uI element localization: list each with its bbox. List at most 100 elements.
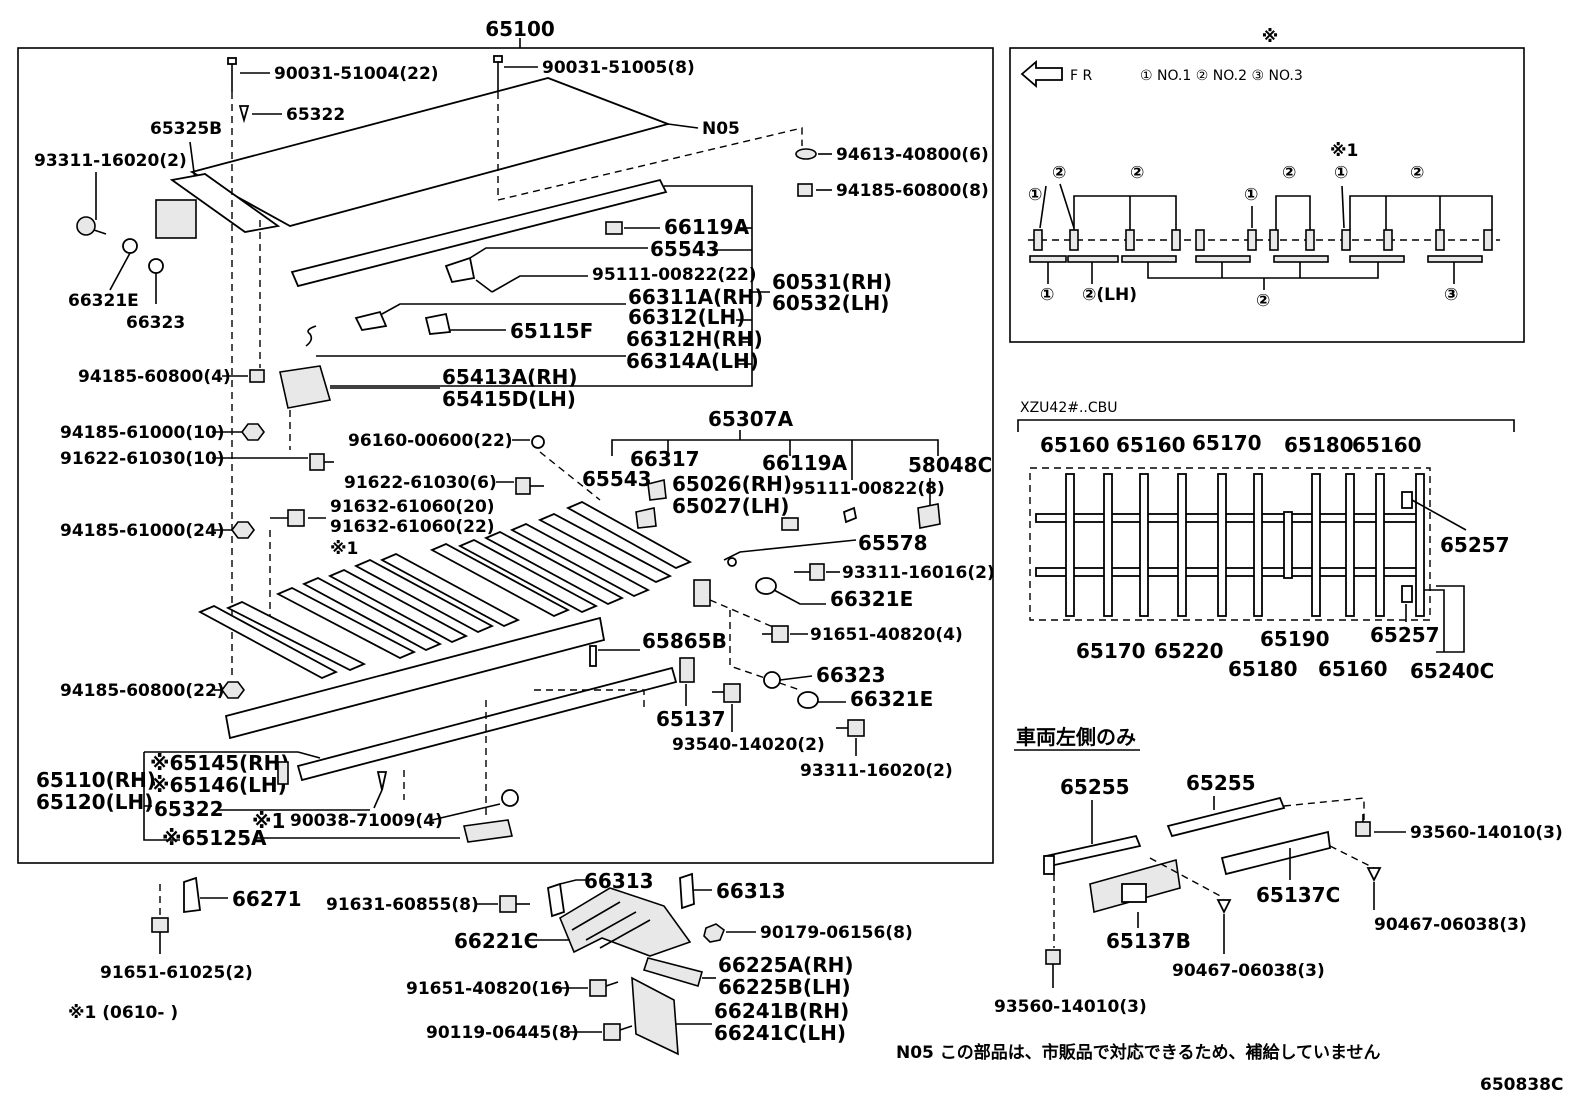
- screw-icon: [1366, 867, 1382, 883]
- label-65415D: 65415D(LH): [442, 387, 576, 411]
- label-65137B: 65137B: [1106, 929, 1191, 953]
- bolt-head-icon: [76, 216, 107, 236]
- bracket-66271: [183, 876, 202, 914]
- label-93311-16020-top: 93311-16020(2): [34, 151, 187, 171]
- bracket-65137: [679, 657, 695, 683]
- cbu-bottom-label-4: 65160: [1318, 657, 1388, 681]
- label-65137: 65137: [656, 707, 726, 731]
- label-91651-61025: 91651-61025(2): [100, 963, 253, 983]
- cbu-65257-a: 65257: [1440, 533, 1510, 557]
- base-bars: [1029, 255, 1483, 263]
- cbu-top-label-3: 65180: [1284, 433, 1354, 457]
- grille-icon: [1121, 883, 1147, 903]
- label-66312-lh: 66312(LH): [628, 305, 745, 329]
- cbu-top-label-2: 65170: [1192, 431, 1262, 455]
- cbu-top-label-4: 65160: [1352, 433, 1422, 457]
- bolt-head-icon: [499, 895, 530, 913]
- label-65027: 65027(LH): [672, 494, 789, 518]
- label-65543-mid: 65543: [582, 467, 652, 491]
- label-65146: ※65146(LH): [150, 773, 287, 797]
- label-94185-60800-4: 94185-60800(4): [78, 367, 231, 387]
- label-65145: ※65145(RH): [150, 751, 289, 775]
- plate-66119a: [605, 221, 623, 235]
- label-65115F: 65115F: [510, 319, 593, 343]
- circ1-a: ①: [1028, 185, 1042, 205]
- label-93540-14020: 93540-14020(2): [672, 735, 825, 755]
- circ1-bottom: ①: [1040, 285, 1054, 305]
- note-star1: ※1 (0610- ): [68, 1003, 178, 1023]
- label-66314A: 66314A(LH): [626, 349, 759, 373]
- label-66225B: 66225B(LH): [718, 975, 851, 999]
- label-66321E-low: 66321E: [850, 687, 933, 711]
- screw-icon: [238, 105, 250, 124]
- cbu-cross-members: [1065, 473, 1425, 617]
- bracket-plate: [693, 579, 711, 607]
- screw-icon: [1216, 899, 1232, 915]
- block-65125a: [463, 819, 513, 843]
- washer-icon: [795, 148, 817, 160]
- stay-66225a: [642, 957, 703, 987]
- cbu-long-rail-top: [1035, 513, 1421, 523]
- cbu-bottom-label-1: 65220: [1154, 639, 1224, 663]
- label-58048C: 58048C: [908, 453, 992, 477]
- label-65325B: 65325B: [150, 119, 222, 139]
- bolt-head-icon: [589, 979, 619, 997]
- bolt-icon: [493, 55, 503, 92]
- inset-legend: ① NO.1 ② NO.2 ③ NO.3: [1140, 68, 1303, 84]
- footnote: N05 この部品は、市販品で対応できるため、補給していません: [896, 1042, 1380, 1063]
- bracket-plate: [155, 199, 197, 239]
- arrow-left-icon: [1020, 60, 1063, 88]
- label-91622-61030-10: 91622-61030(10): [60, 449, 225, 469]
- label-66119A-mid: 66119A: [762, 451, 848, 475]
- label-90031-51004: 90031-51004(22): [274, 64, 439, 84]
- cbu-bottom-label-2: 65180: [1228, 657, 1298, 681]
- label-95111-00822-8: 95111-00822(8): [792, 479, 945, 499]
- label-66313-left: 66313: [584, 869, 654, 893]
- bolt-icon: [151, 917, 169, 954]
- label-91632-61060-22: 91632-61060(22): [330, 517, 495, 537]
- circ1-b: ①: [1244, 185, 1258, 205]
- fender-66221c: [558, 887, 692, 957]
- bracket-65026: [635, 507, 657, 529]
- bracket-65325b: [169, 173, 281, 233]
- inset-top-frame: [1009, 47, 1525, 343]
- label-65137C: 65137C: [1256, 883, 1340, 907]
- label-65322-low: 65322: [154, 797, 224, 821]
- collar-icon: [797, 691, 819, 709]
- nut-icon: [249, 369, 265, 383]
- label-94185-61000-24: 94185-61000(24): [60, 521, 225, 541]
- label-93311-16016: 93311-16016(2): [842, 563, 995, 583]
- bracket-66317: [647, 479, 667, 501]
- bolt-head-icon: [836, 719, 865, 737]
- longitudinal-rail-65110: [224, 616, 606, 740]
- label-66271: 66271: [232, 887, 302, 911]
- label-66313-right: 66313: [716, 879, 786, 903]
- bolt-head-icon: [603, 1023, 633, 1041]
- washer-icon: [148, 258, 164, 274]
- label-star1-a: ※1: [330, 539, 358, 559]
- nut-icon: [703, 923, 725, 943]
- label-94185-60800-8: 94185-60800(8): [836, 181, 989, 201]
- label-95111-00822-22: 95111-00822(22): [592, 265, 757, 285]
- cbu-65257-b: 65257: [1370, 623, 1440, 647]
- bolt-icon: [1355, 814, 1371, 837]
- plate-65413a: [279, 365, 332, 409]
- stud-icon: [589, 645, 597, 667]
- label-66311A: 66311A(RH): [628, 285, 763, 309]
- bolt-head-icon: [270, 509, 305, 527]
- pin-icon: [727, 557, 737, 567]
- cbu-bottom-label-3: 65190: [1260, 627, 1330, 651]
- label-90467-06038-b: 90467-06038(3): [1172, 961, 1325, 981]
- label-66119A-top: 66119A: [664, 215, 750, 239]
- bolt-head-icon: [712, 683, 741, 703]
- circ3-bottom: ③: [1444, 285, 1458, 305]
- label-90038-71009: 90038-71009(4): [290, 811, 443, 831]
- label-65100: 65100: [485, 17, 555, 41]
- inset-marker: ※: [1262, 27, 1279, 47]
- label-66321E-top: 66321E: [68, 291, 139, 311]
- label-93560-14010-a: 93560-14010(3): [1410, 823, 1563, 843]
- plate-66119a-mid: [781, 517, 799, 531]
- cbu-frame: [1029, 467, 1431, 621]
- hook-65543: [444, 256, 476, 284]
- label-93311-16020-low: 93311-16020(2): [800, 761, 953, 781]
